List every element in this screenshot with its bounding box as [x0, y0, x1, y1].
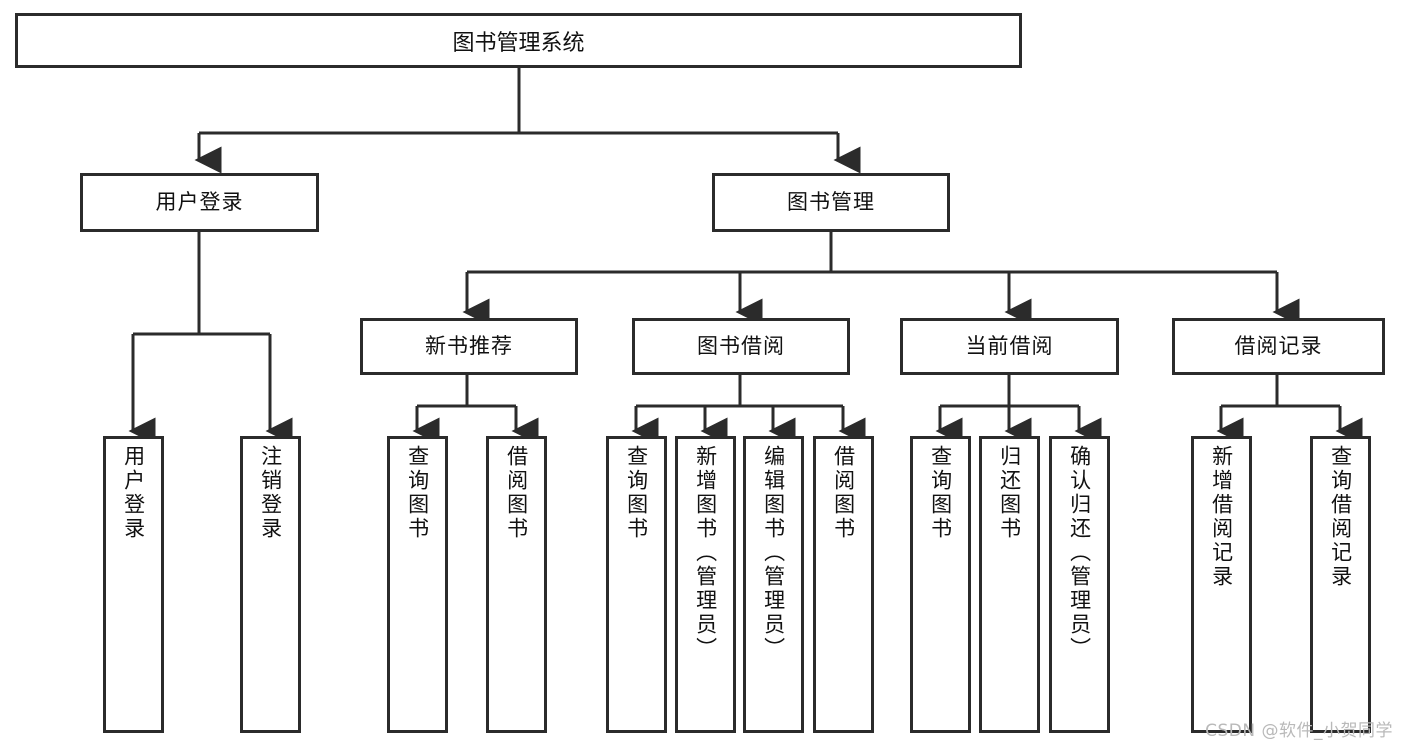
- node-label: 新增借阅记录: [1209, 445, 1234, 589]
- node-user-login[interactable]: 用户登录: [80, 173, 319, 232]
- node-label: 归还图书: [997, 445, 1022, 541]
- node-label: 查询图书: [624, 445, 649, 541]
- leaf-borrow-query-book[interactable]: 查询图书: [606, 436, 667, 733]
- leaf-record-query-record[interactable]: 查询借阅记录: [1310, 436, 1371, 733]
- node-label: 借阅图书: [504, 445, 529, 541]
- leaf-recommend-borrow-book[interactable]: 借阅图书: [486, 436, 547, 733]
- node-label: 确认归还（管理员）: [1067, 445, 1092, 661]
- node-label: 用户登录: [155, 189, 244, 214]
- leaf-recommend-query-book[interactable]: 查询图书: [387, 436, 448, 733]
- node-label: 图书管理: [787, 189, 875, 214]
- node-label: 编辑图书（管理员）: [761, 445, 786, 661]
- node-label: 注销登录: [258, 445, 283, 541]
- node-label: 查询图书: [405, 445, 430, 541]
- node-label: 查询图书: [928, 445, 953, 541]
- leaf-current-return-book[interactable]: 归还图书: [979, 436, 1040, 733]
- node-book-borrow[interactable]: 图书借阅: [632, 318, 850, 375]
- node-label: 图书管理系统: [452, 30, 585, 56]
- leaf-record-add-record[interactable]: 新增借阅记录: [1191, 436, 1252, 733]
- node-label: 当前借阅: [965, 333, 1054, 358]
- leaf-borrow-add-book-admin[interactable]: 新增图书（管理员）: [675, 436, 736, 733]
- node-label: 查询借阅记录: [1328, 445, 1353, 589]
- leaf-user-login[interactable]: 用户登录: [103, 436, 164, 733]
- leaf-current-confirm-return-admin[interactable]: 确认归还（管理员）: [1049, 436, 1110, 733]
- node-label: 新增图书（管理员）: [693, 445, 718, 661]
- node-label: 新书推荐: [425, 333, 513, 358]
- leaf-current-query-book[interactable]: 查询图书: [910, 436, 971, 733]
- node-label: 借阅图书: [831, 445, 856, 541]
- node-current-borrow[interactable]: 当前借阅: [900, 318, 1119, 375]
- node-book-management[interactable]: 图书管理: [712, 173, 950, 232]
- csdn-watermark: CSDN @软件_小贺同学: [1205, 721, 1393, 741]
- node-root-system[interactable]: 图书管理系统: [15, 13, 1022, 68]
- node-label: 图书借阅: [697, 333, 785, 358]
- leaf-user-logout[interactable]: 注销登录: [240, 436, 301, 733]
- leaf-borrow-edit-book-admin[interactable]: 编辑图书（管理员）: [743, 436, 804, 733]
- node-label: 借阅记录: [1234, 333, 1323, 358]
- node-label: 用户登录: [121, 445, 146, 541]
- node-borrow-record[interactable]: 借阅记录: [1172, 318, 1385, 375]
- node-new-book-recommend[interactable]: 新书推荐: [360, 318, 578, 375]
- leaf-borrow-borrow-book[interactable]: 借阅图书: [813, 436, 874, 733]
